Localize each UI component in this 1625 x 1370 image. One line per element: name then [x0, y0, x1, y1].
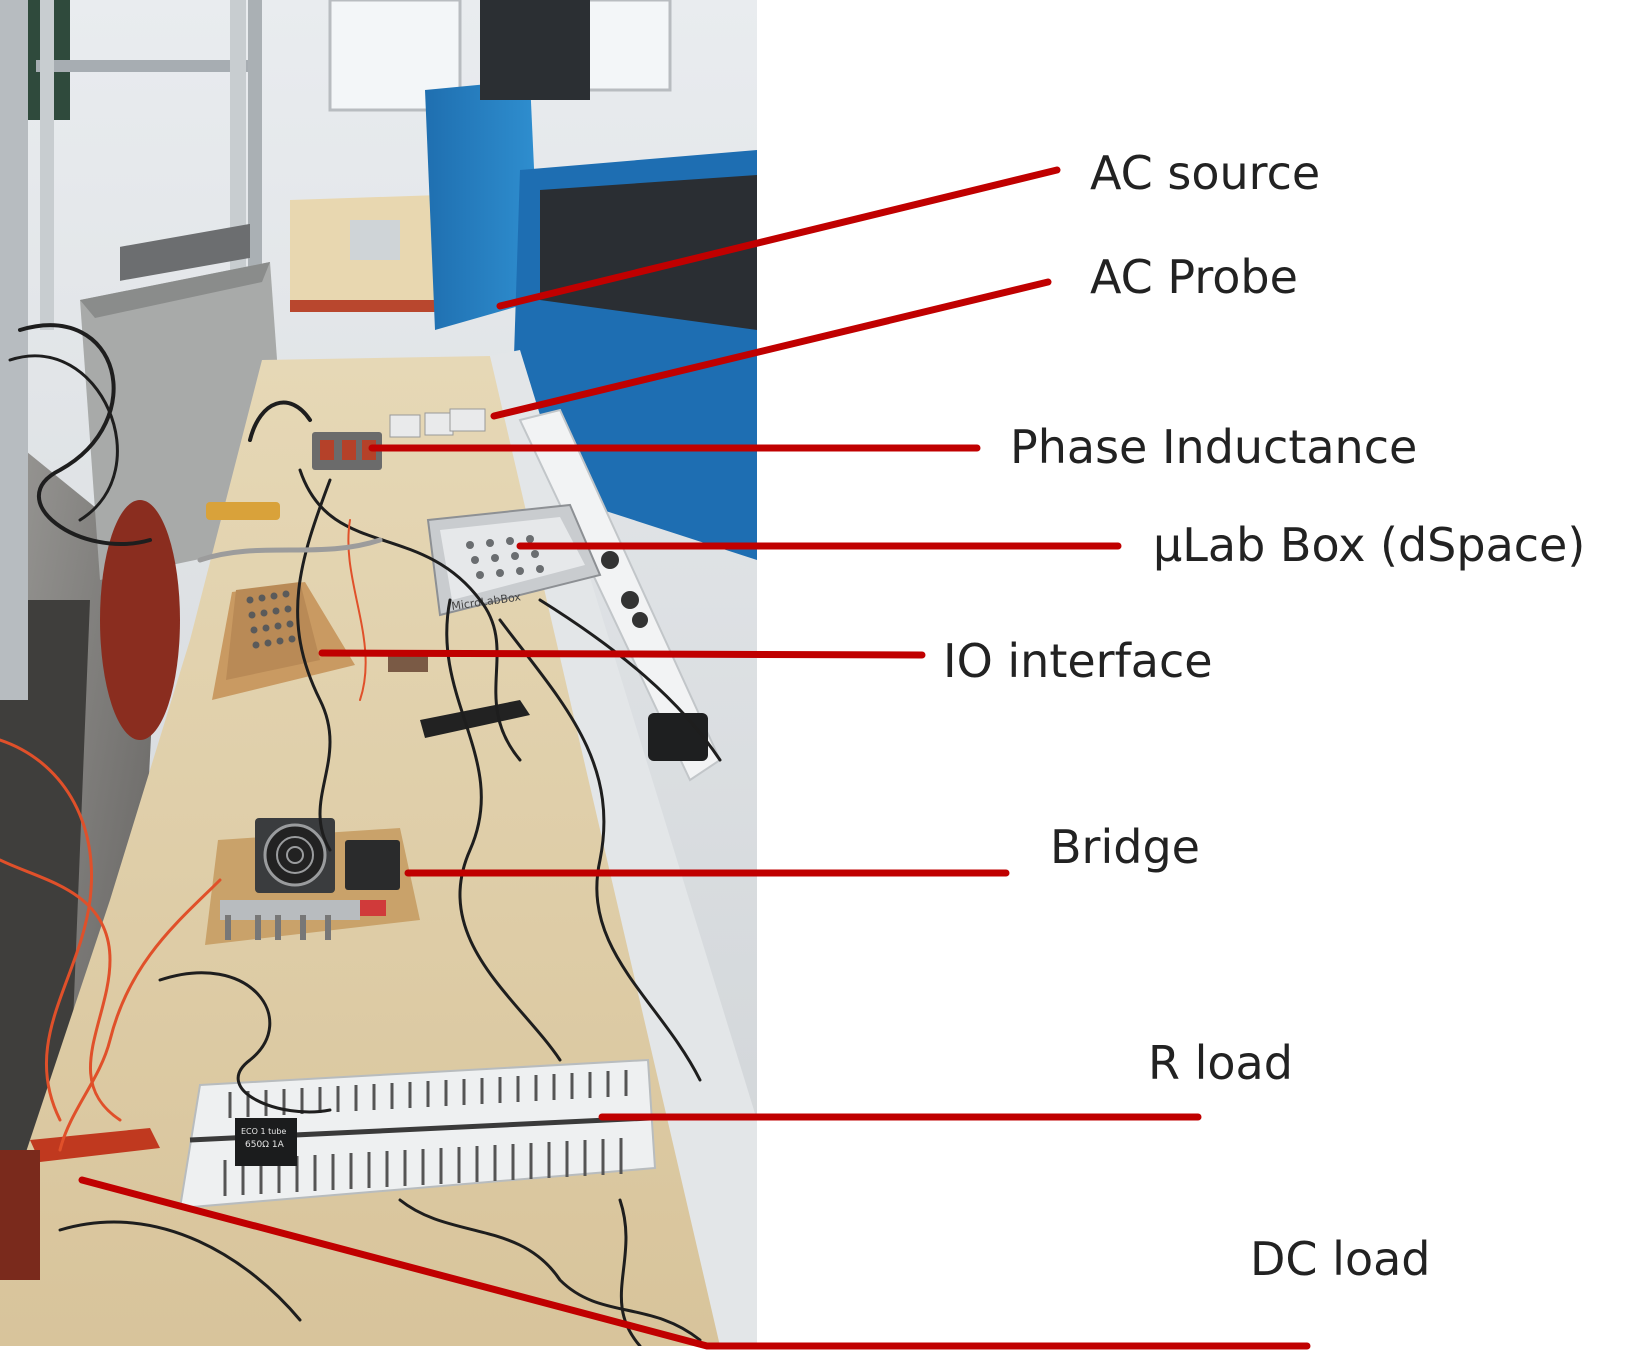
- resistor-plate-line1: ECO 1 tube: [241, 1127, 286, 1136]
- label-ac-source: AC source: [1090, 146, 1321, 200]
- label-ulab-box: µLab Box (dSpace): [1153, 518, 1586, 572]
- label-io-interface: IO interface: [943, 634, 1213, 688]
- label-r-load: R load: [1148, 1036, 1293, 1090]
- label-bridge: Bridge: [1050, 820, 1200, 874]
- label-dc-load: DC load: [1250, 1232, 1431, 1286]
- lab-bench-photo: MicroLabBox: [0, 0, 757, 1346]
- resistor-plate-line2: 650Ω 1A: [245, 1140, 285, 1150]
- label-ac-probe: AC Probe: [1090, 250, 1298, 304]
- label-phase-inductance: Phase Inductance: [1010, 420, 1418, 474]
